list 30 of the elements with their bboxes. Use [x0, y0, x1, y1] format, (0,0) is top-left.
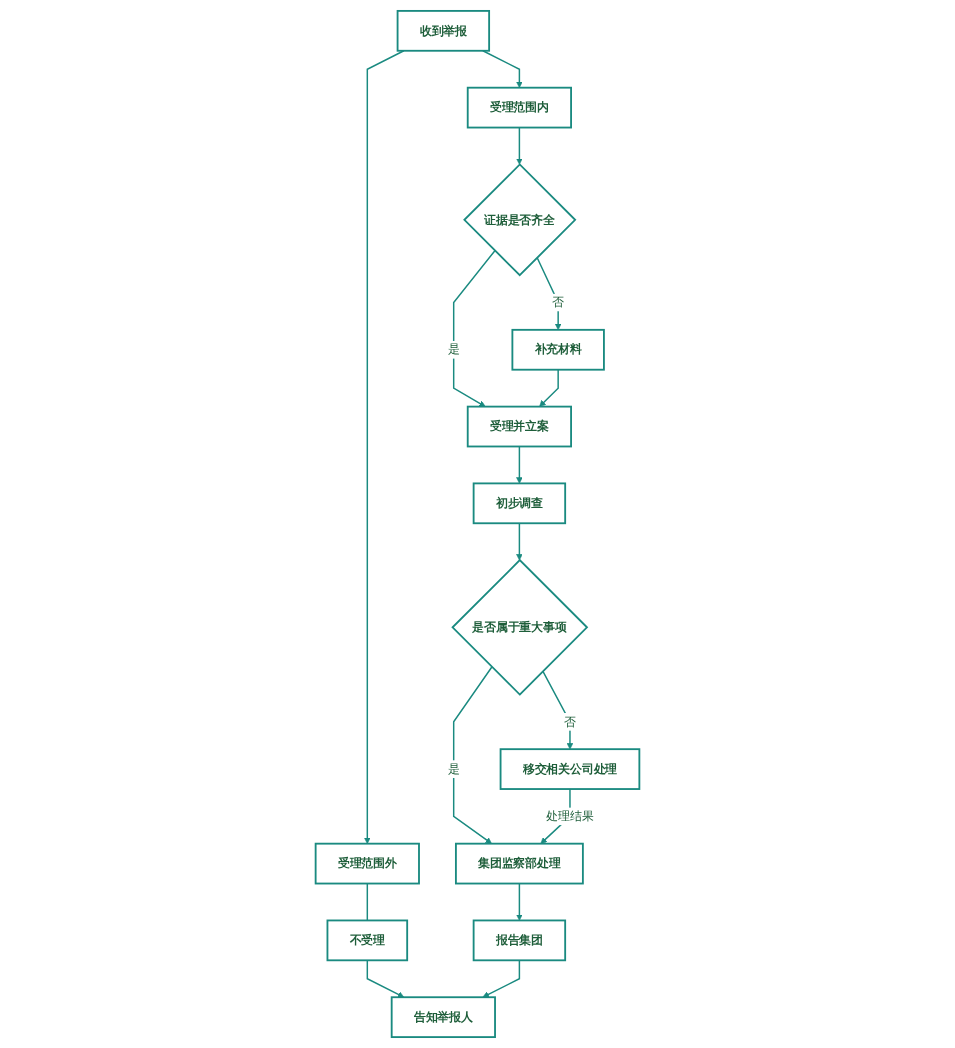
node-box: 报告集团	[472, 919, 567, 962]
arrow	[516, 445, 523, 484]
arrow	[452, 666, 493, 844]
arrow	[452, 249, 496, 407]
node-box: 初步调查	[472, 482, 567, 525]
arrow	[482, 959, 521, 998]
node-box: 受理范围内	[466, 86, 572, 129]
edge-label: 否	[552, 295, 565, 310]
edge-label: 是	[447, 761, 460, 776]
node-box: 补充材料	[511, 328, 605, 371]
arrow	[516, 126, 523, 165]
node-box: 受理范围外	[314, 842, 420, 885]
node-box: 收到举报	[396, 10, 491, 52]
node-diamond: 证据是否齐全	[463, 163, 577, 277]
node-box: 集团监察部处理	[455, 842, 584, 885]
arrow	[516, 522, 523, 561]
edge-label: 是	[447, 342, 460, 357]
node-box: 告知举报人	[390, 996, 496, 1038]
edge-label: 处理结果	[546, 808, 594, 823]
arrow	[366, 959, 405, 998]
node-box: 受理并立案	[466, 405, 572, 448]
arrow	[482, 50, 523, 88]
node-box: 不受理	[326, 919, 409, 962]
edge-label: 否	[564, 714, 576, 729]
arrow	[539, 368, 559, 407]
node-diamond: 是否属于重大事项	[451, 558, 589, 696]
node-box: 移交相关公司处理	[499, 748, 641, 790]
arrow	[364, 50, 405, 844]
arrow	[516, 882, 523, 921]
connector	[366, 882, 369, 922]
